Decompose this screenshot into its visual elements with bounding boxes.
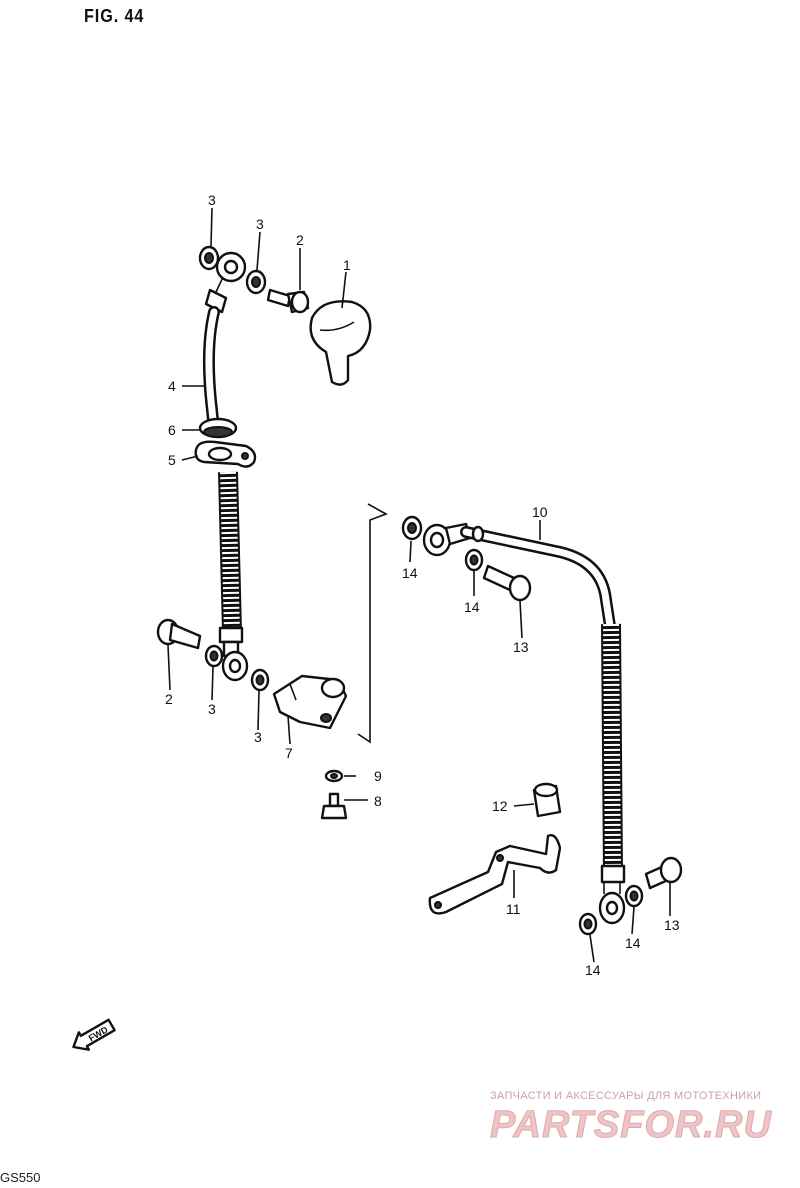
watermark-logo: PARTSFOR.RU — [490, 1104, 772, 1147]
washer-14-top-a — [401, 515, 423, 541]
washer-3-mid-a — [204, 644, 224, 668]
callout-9: 9 — [374, 768, 382, 784]
brake-hose-4 — [202, 306, 220, 436]
assembly-guide-line — [357, 503, 388, 744]
callout-6: 6 — [168, 422, 176, 438]
union-bolt-2-top — [266, 288, 310, 314]
callout-10: 10 — [532, 504, 548, 520]
braided-hose-right — [600, 623, 626, 884]
lower-banjo-fitting-right — [598, 882, 626, 925]
washer-3-mid-b — [250, 668, 270, 692]
washer-3-top-b — [245, 269, 267, 295]
union-bolt-13-low — [644, 856, 683, 890]
lower-banjo-fitting-left — [221, 650, 249, 682]
braided-hose-left — [218, 471, 244, 658]
washer-14-mid — [464, 548, 484, 572]
figure-title: FIG. 44 — [84, 6, 145, 26]
washer-14-low-b — [624, 884, 644, 908]
screw-8 — [320, 792, 348, 820]
upper-banjo-fitting-left — [204, 251, 247, 314]
callout-3-c: 3 — [208, 701, 216, 717]
callout-2-a: 2 — [296, 232, 304, 248]
washer-9 — [324, 769, 344, 783]
hose-bracket-11 — [428, 834, 562, 915]
watermark-subtitle: ЗАПЧАСТИ И АКСЕССУАРЫ ДЛЯ МОТОТЕХНИКИ — [490, 1090, 762, 1102]
brake-light-switch-7 — [272, 674, 348, 730]
callout-2-b: 2 — [165, 691, 173, 707]
callout-13-a: 13 — [513, 639, 529, 655]
callout-12: 12 — [492, 798, 508, 814]
washer-3-top-a — [198, 245, 220, 271]
callout-3-b: 3 — [256, 216, 264, 232]
washer-14-low-a — [578, 912, 598, 936]
callout-1: 1 — [343, 257, 351, 273]
callout-3-d: 3 — [254, 729, 262, 745]
callout-5: 5 — [168, 452, 176, 468]
callout-13-b: 13 — [664, 917, 680, 933]
callout-14-c: 14 — [625, 935, 641, 951]
leader-lines — [167, 207, 671, 963]
grommet-6 — [198, 417, 238, 439]
callout-4: 4 — [168, 378, 176, 394]
fwd-arrow-icon: FWD — [72, 1018, 116, 1051]
callout-11: 11 — [506, 901, 521, 917]
figure-code: GS550 — [0, 1170, 41, 1185]
union-bolt-13-top — [482, 564, 532, 602]
brake-pipe-10 — [460, 525, 616, 632]
callout-7: 7 — [285, 745, 293, 761]
grommet-12 — [532, 782, 562, 818]
callout-14-a: 14 — [402, 565, 418, 581]
callout-14-b: 14 — [464, 599, 480, 615]
callout-3-a: 3 — [208, 192, 216, 208]
callout-8: 8 — [374, 793, 382, 809]
hose-clamp-5 — [194, 440, 257, 468]
callout-14-d: 14 — [585, 962, 601, 978]
three-way-joint-1 — [309, 300, 372, 386]
union-bolt-2-left — [156, 618, 202, 650]
